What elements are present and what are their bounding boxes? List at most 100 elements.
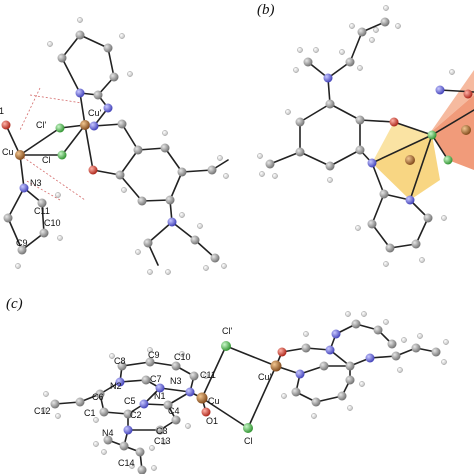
hydrogen-atom [15,263,21,269]
nitrogen-atom [167,217,177,227]
hydrogen-atom [221,263,227,269]
hydrogen-atom [203,265,209,271]
carbon-atom [345,57,355,67]
carbon-atom [337,391,347,401]
hydrogen-atom [303,331,309,337]
carbon-atom [311,397,321,407]
label-c2: C2 [130,410,142,420]
hydrogen-atom [449,69,455,75]
carbon-atom [117,119,127,129]
oxygen-atom [201,407,211,417]
label-n1: N1 [154,391,166,401]
copper-atom [270,360,282,372]
label-c6: C6 [92,392,104,402]
hydrogen-atom [272,173,278,179]
hydrogen-atom [313,47,319,53]
carbon-atom [190,235,200,245]
hydrogen-atom [162,130,168,136]
label-cl: Cl [244,436,253,446]
oxygen-atom [389,117,399,127]
hydrogen-atom [127,71,133,77]
nitrogen-atom [89,121,99,131]
hydrogen-atom [373,27,379,33]
hydrogen-atom [383,261,389,267]
bonds-a [5,34,229,266]
hydrogen-atom [165,269,171,275]
carbon-atom [411,343,421,353]
hydrogen-atom [369,37,375,43]
label-cu-prime: Cu' [88,108,102,118]
carbon-atom [357,27,367,37]
label-c4: C4 [168,406,180,416]
hydrogen-atom [223,173,229,179]
nitrogen-atom [103,103,113,113]
hydrogen-atom [257,153,263,159]
hydrogen-atom [43,391,49,397]
hydrogen-atom [147,347,153,353]
carbon-atom [119,441,129,451]
carbon-atom [135,447,145,457]
label-n3: N3 [170,376,182,386]
carbon-atom [109,72,119,82]
copper-atom [80,120,90,130]
nitrogen-atom [75,88,85,98]
panel-label-c: (c) [6,296,23,312]
nitrogen-atom [405,195,415,205]
copper-atom [15,150,25,160]
chlorine-atom [427,130,437,140]
carbon-atom [115,170,125,180]
hydrogen-atom [443,339,449,345]
hydrogen-atom [151,465,157,471]
carbon-atom [39,228,49,238]
nitrogen-atom [365,353,375,363]
carbon-atom [163,400,173,410]
carbon-atom [345,361,355,371]
carbon-atom [95,389,105,399]
nitrogen-atom [323,73,333,83]
carbon-atom [103,43,113,53]
hydrogen-atom [401,337,407,343]
copper-atom [461,125,471,135]
label-cu: Cu [2,147,14,157]
hydrogen-atom [417,333,423,339]
hydrogen-atom [47,41,53,47]
carbon-atom [75,397,85,407]
carbon-atom [303,57,313,67]
carbon-atom [387,339,397,349]
carbon-atom [141,375,151,385]
hydrogen-atom [109,353,115,359]
label-c12: C12 [34,406,51,416]
label-c3: C3 [156,426,168,436]
carbon-atom [165,195,175,205]
hydrogen-atom [217,155,223,161]
carbon-atom [207,165,217,175]
label-cu: Cu [208,396,220,406]
carbon-atom [189,371,199,381]
label-c9: C9 [148,350,160,360]
carbon-atom [379,189,389,199]
carbon-atom [117,361,127,371]
hydrogen-atom [347,405,353,411]
h-bond-line [19,154,86,201]
hydrogen-atom [311,413,317,419]
carbon-atom [103,435,113,445]
hydrogen-atom [349,23,355,29]
hydrogen-atom [147,269,153,275]
nitrogen-atom [155,383,165,393]
label-cl-prime: Cl' [36,120,46,130]
nitrogen-atom [295,369,305,379]
carbon-atom [319,361,329,371]
label-o1: O1 [206,416,218,426]
hydrogen-atom [179,212,185,218]
orange-coordination-polyhedron [430,70,474,133]
label-c8: C8 [114,356,126,366]
label-c1: C1 [84,408,96,418]
hydrogen-atom [293,67,299,73]
carbon-atom [367,219,377,229]
hydrogen-atom [55,413,61,419]
carbon-atom [99,407,109,417]
hydrogen-atom [161,439,167,445]
hydrogen-atom [55,192,61,198]
hydrogen-atom [41,407,47,413]
carbon-atom [265,159,275,169]
